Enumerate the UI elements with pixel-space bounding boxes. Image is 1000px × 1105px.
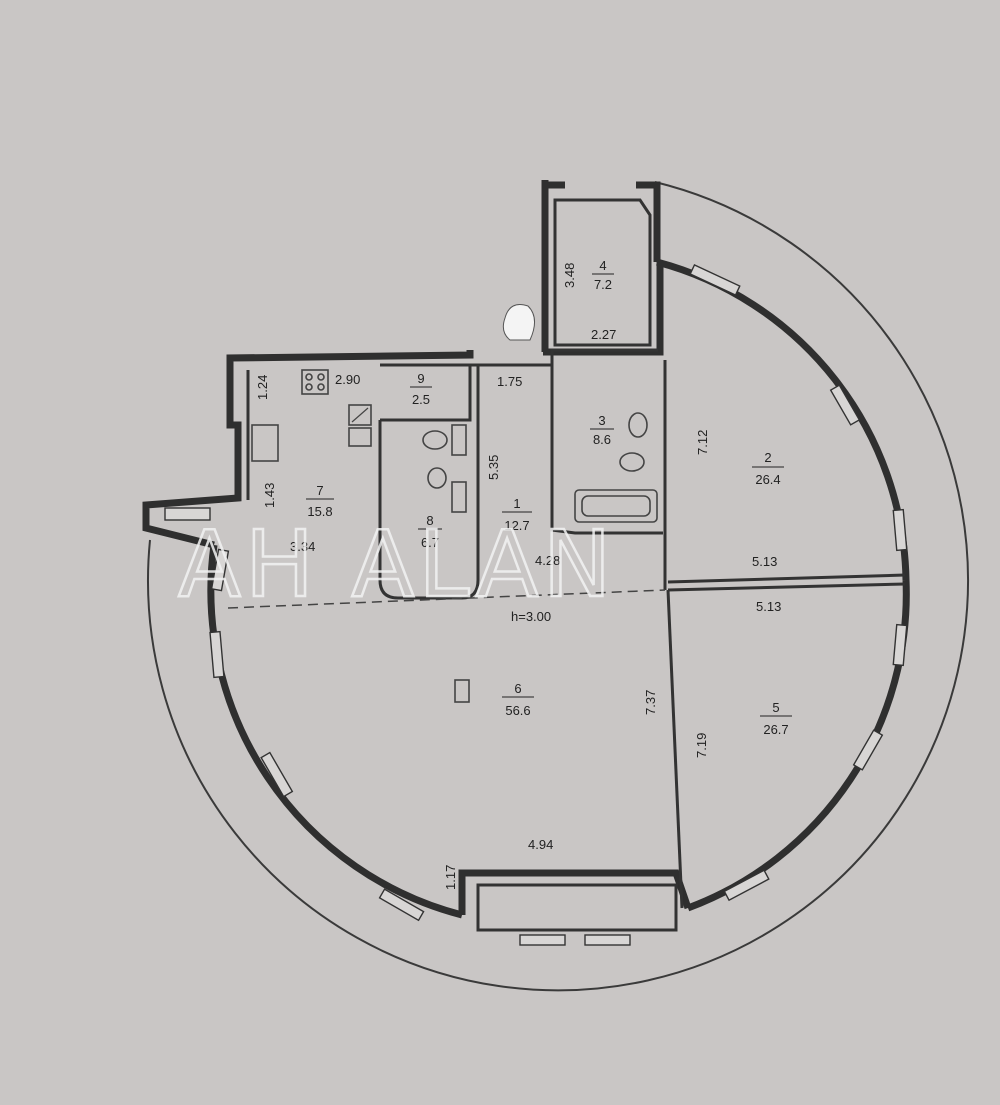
room-area: 8.6 (593, 432, 611, 447)
room-number: 2 (764, 450, 771, 465)
dimension-label: 1.24 (255, 375, 270, 400)
room-label-2: 2 26.4 (752, 450, 784, 487)
dimension-label: 7.12 (695, 430, 710, 455)
room-area: 26.7 (763, 722, 788, 737)
dimensions: 3.48 2.27 2.90 1.24 1.75 5.35 7.12 1.43 … (255, 263, 781, 890)
room-area: 15.8 (307, 504, 332, 519)
dimension-label: 3.48 (562, 263, 577, 288)
room-area: 7.2 (594, 277, 612, 292)
room-label-1: 1 12.7 (502, 496, 532, 533)
dimension-label: 4.28 (535, 553, 560, 568)
dimension-label: 5.13 (752, 554, 777, 569)
dimension-label: 1.17 (443, 865, 458, 890)
room-label-3: 3 8.6 (590, 413, 614, 447)
room-number: 4 (599, 258, 606, 273)
outer-balcony-outline (147, 181, 969, 992)
room-number: 1 (513, 496, 520, 511)
dimension-label: 1.75 (497, 374, 522, 389)
room-number: 7 (316, 483, 323, 498)
dimension-label: 5.13 (756, 599, 781, 614)
room-number: 8 (426, 513, 433, 528)
room-number: 5 (772, 700, 779, 715)
dimension-label: 3.34 (290, 539, 315, 554)
interior-walls (227, 198, 906, 909)
dimension-label: 7.19 (694, 733, 709, 758)
room-area: 12.7 (504, 518, 529, 533)
dimension-label: 1.43 (262, 483, 277, 508)
fixtures (251, 369, 658, 703)
room-label-6: 6 56.6 (502, 681, 534, 718)
dimension-label: 7.37 (643, 690, 658, 715)
room-number: 9 (417, 371, 424, 386)
windows (164, 263, 908, 946)
room-area: 56.6 (505, 703, 530, 718)
riser-icon (502, 304, 535, 341)
room-label-4: 4 7.2 (592, 258, 614, 292)
room-label-7: 7 15.8 (306, 483, 334, 519)
room-area: 6.7 (421, 535, 439, 550)
dimension-label: 2.27 (591, 327, 616, 342)
dimension-label: 2.90 (335, 372, 360, 387)
room-label-9: 9 2.5 (410, 371, 432, 407)
dimension-label: 5.35 (486, 455, 501, 480)
dimension-label: 4.94 (528, 837, 553, 852)
room-area: 26.4 (755, 472, 780, 487)
room-label-5: 5 26.7 (760, 700, 792, 737)
room-number: 6 (514, 681, 521, 696)
room-area: 2.5 (412, 392, 430, 407)
room-label-8: 8 6.7 (418, 513, 442, 550)
room-number: 3 (598, 413, 605, 428)
ceiling-height: h=3.00 (511, 609, 551, 624)
watermark: AH ALAN (178, 511, 615, 618)
